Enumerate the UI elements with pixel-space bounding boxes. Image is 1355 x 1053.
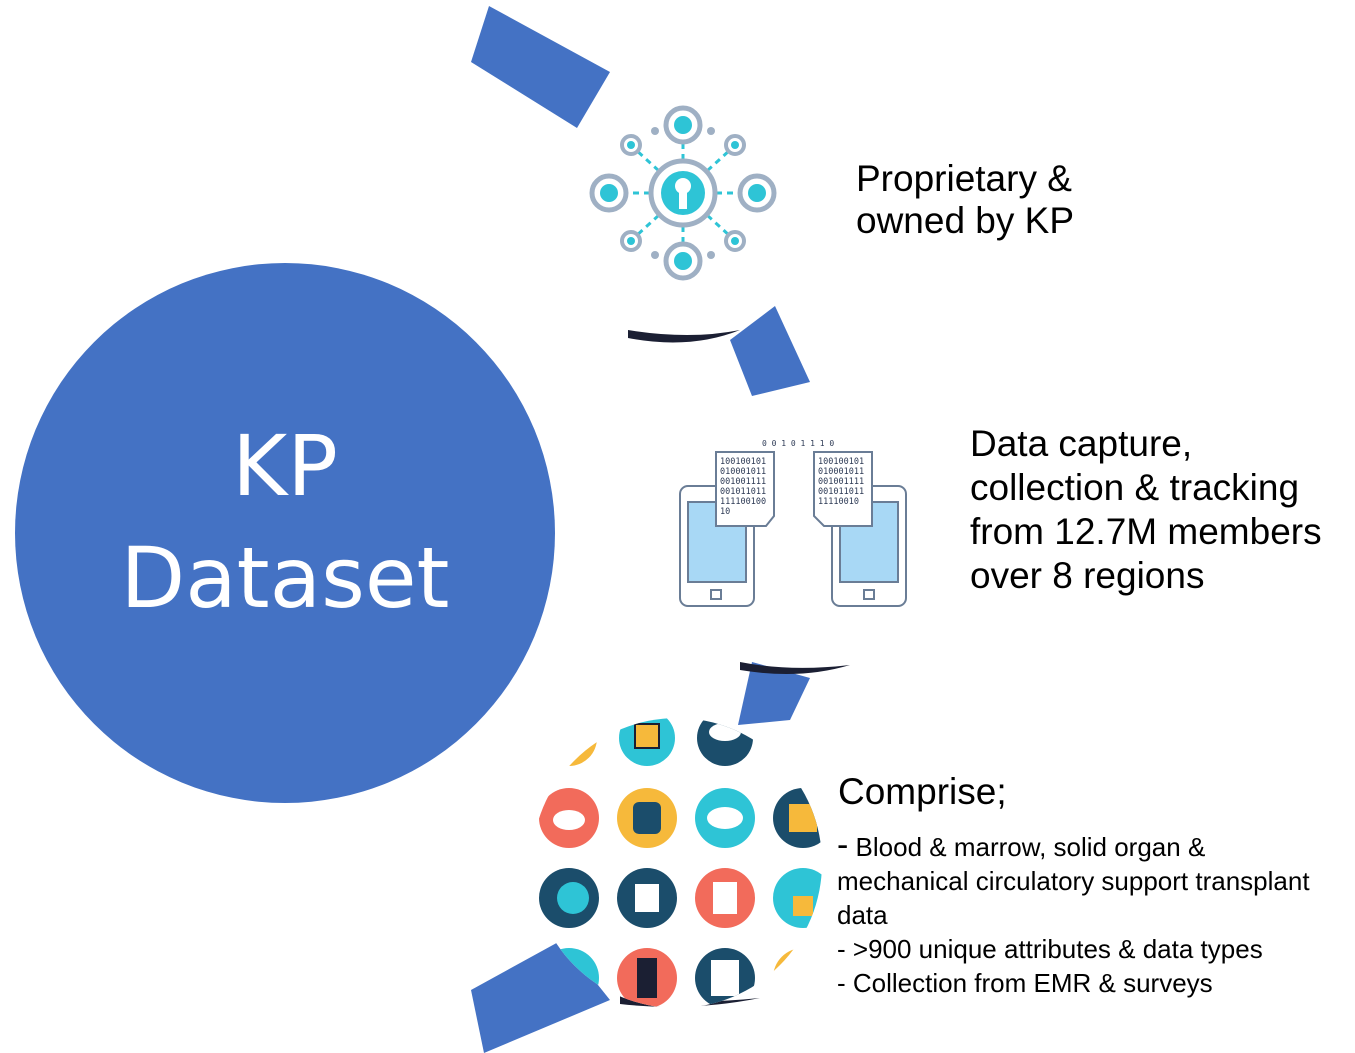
phone-data-transfer-icon: 100100101 010001011 001001111 001011011 …: [679, 439, 907, 607]
data-icons-collage: [532, 718, 822, 1008]
svg-text:001011011: 001011011: [720, 487, 766, 497]
crescent-shadow-2: [740, 662, 850, 674]
bullet-1: - Blood & marrow, solid organ & mechanic…: [837, 826, 1310, 930]
network-key-icon: [589, 105, 777, 281]
crescent-shadow-1: [628, 330, 740, 343]
center-circle: [15, 263, 555, 803]
item-2-text: Data capture, collection & tracking from…: [970, 423, 1322, 596]
arc-segment-middle: [730, 306, 810, 396]
bullet-3: - Collection from EMR & surveys: [837, 968, 1213, 998]
svg-text:10: 10: [720, 507, 730, 517]
svg-text:010001011: 010001011: [818, 467, 864, 477]
item-3-title: Comprise;: [838, 771, 1007, 812]
item-3-bullets: - Blood & marrow, solid organ & mechanic…: [837, 828, 1337, 1000]
center-title: KP Dataset: [120, 417, 450, 627]
svg-text:0 0 1 0 1 1 1 0: 0 0 1 0 1 1 1 0: [762, 439, 834, 448]
svg-text:001011011: 001011011: [818, 487, 864, 497]
svg-text:001001111: 001001111: [818, 477, 864, 487]
svg-text:001001111: 001001111: [720, 477, 766, 487]
svg-text:111100100: 111100100: [720, 497, 766, 507]
svg-text:010001011: 010001011: [720, 467, 766, 477]
arc-segment-lower: [738, 662, 810, 725]
svg-text:100100101: 100100101: [818, 457, 864, 467]
svg-text:100100101: 100100101: [720, 457, 766, 467]
arc-segment-bottom: [471, 940, 610, 1053]
bullet-2: - >900 unique attributes & data types: [837, 934, 1263, 964]
arc-segment-top: [471, 6, 610, 128]
svg-text:11110010: 11110010: [818, 497, 859, 507]
item-1-text: Proprietary & owned by KP: [856, 158, 1075, 241]
